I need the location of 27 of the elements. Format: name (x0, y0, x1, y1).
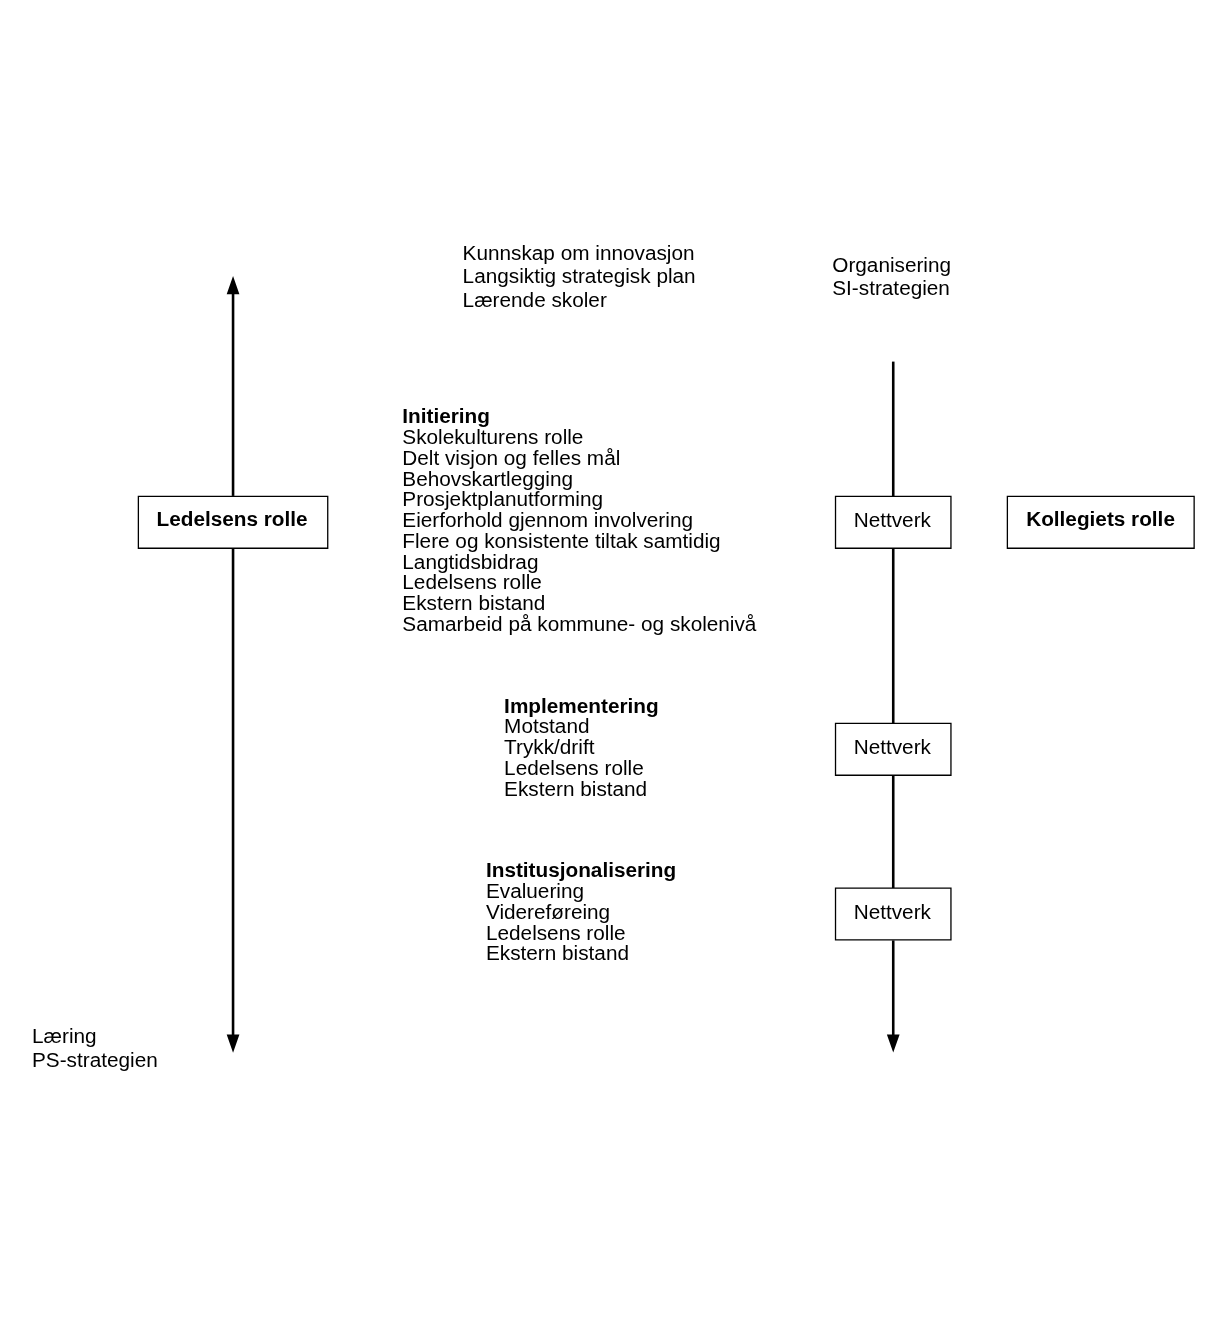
label: Læring (32, 1024, 97, 1048)
node-box: Nettverk (834, 887, 952, 941)
node-box: Kollegiets rolle (1006, 495, 1195, 549)
label: Ekstern bistand (485, 941, 629, 965)
label: Samarbeid på kommune- og skolenivå (402, 612, 757, 635)
label: Organisering (832, 252, 952, 276)
label: Institusjonalisering (485, 858, 677, 882)
label: Kunnskap om innovasjon (462, 241, 695, 265)
connector (891, 548, 895, 723)
connector (891, 775, 895, 888)
label: Ekstern bistand (402, 591, 546, 615)
label: Trykk/drift (504, 735, 595, 759)
label: PS-strategien (32, 1047, 158, 1071)
label: Lærende skoler (462, 287, 607, 311)
label: Implementering (504, 693, 659, 717)
arrow (886, 940, 900, 1053)
node-box: Nettverk (834, 722, 952, 776)
node-box: Ledelsens rolle (137, 495, 329, 549)
connector (891, 361, 895, 497)
node-box: Nettverk (834, 495, 952, 549)
label: Initiering (402, 404, 490, 428)
label: Langsiktig strategisk plan (462, 264, 696, 288)
arrow (226, 276, 240, 496)
label: Delt visjon og felles mål (402, 445, 621, 469)
label: SI-strategien (832, 276, 950, 300)
label: Ekstern bistand (504, 776, 648, 800)
arrow (226, 548, 240, 1053)
